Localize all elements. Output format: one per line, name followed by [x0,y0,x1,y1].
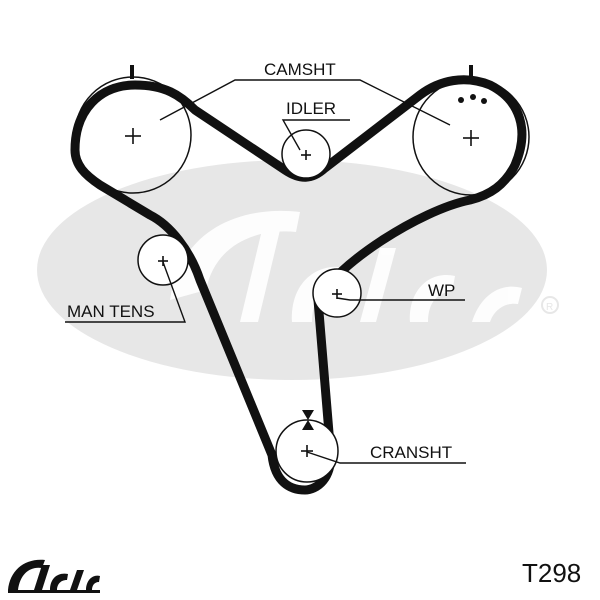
timing-mark-left-lower [130,90,134,98]
svg-text:R: R [546,302,553,313]
label-manual-tensioner: MAN TENS [67,302,155,321]
gates-logo [8,559,100,593]
manual-tensioner-pulley [137,234,189,286]
label-crankshaft: CRANSHT [370,443,452,462]
label-camshaft: CAMSHT [264,60,336,79]
label-idler: IDLER [286,99,336,118]
crankshaft-pulley [275,419,339,483]
idler-pulley [281,129,331,179]
leader-lines [65,79,466,464]
timing-dot [470,94,476,100]
timing-dot [481,98,487,104]
part-number: T298 [522,558,581,588]
timing-dot [458,97,464,103]
crank-timing-arrow-icon [302,410,314,430]
label-water-pump: WP [428,281,455,300]
timing-mark-right [469,65,473,79]
timing-mark-left [130,65,134,79]
water-pump-pulley [312,268,362,318]
